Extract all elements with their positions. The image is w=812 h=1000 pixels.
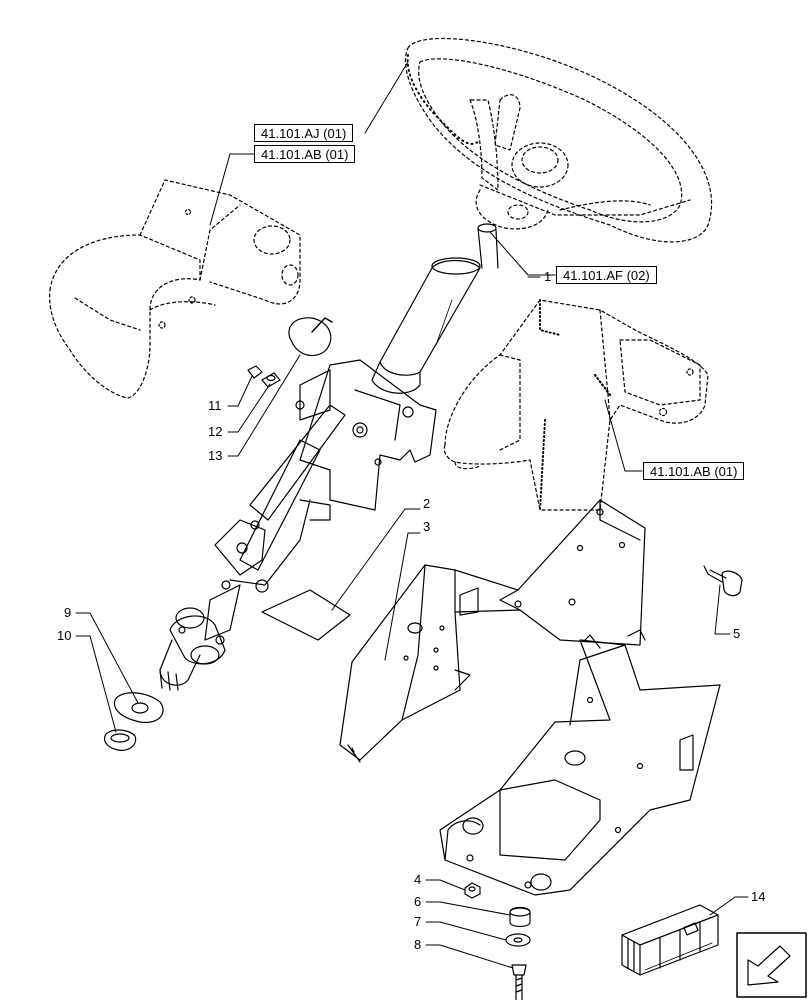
callout-13: 13	[208, 448, 223, 463]
item5-bolt	[703, 565, 743, 597]
item3-support-bracket	[339, 499, 646, 763]
ref-box-lower-shroud[interactable]: 41.101.AB (01)	[643, 462, 745, 480]
items9-10-washer-bushing	[103, 692, 164, 751]
upper-shroud-outline	[49, 179, 301, 399]
callout-10: 10	[57, 628, 72, 643]
callout-9: 9	[64, 605, 72, 620]
parts-kit-box-icon	[621, 904, 719, 976]
item3-base-frame	[439, 629, 721, 896]
leader-lines	[75, 61, 749, 969]
callout-3: 3	[423, 519, 431, 534]
fasteners-stack	[464, 882, 531, 1000]
ref-box-upper-shroud[interactable]: 41.101.AB (01)	[254, 145, 356, 163]
steering-wheel-outline	[404, 37, 713, 243]
callout-6: 6	[414, 894, 422, 909]
callout-12: 12	[208, 424, 223, 439]
callout-2: 2	[423, 496, 431, 511]
callout-14: 14	[751, 889, 766, 904]
callout-7: 7	[414, 914, 422, 929]
callout-8: 8	[414, 937, 422, 952]
callout-5: 5	[733, 626, 741, 641]
ref-box-steering-wheel[interactable]: 41.101.AJ (01)	[254, 124, 354, 142]
callout-11: 11	[208, 398, 222, 413]
lower-shroud-outline	[443, 299, 709, 511]
item2-plate	[261, 589, 351, 641]
column-bracket	[214, 359, 437, 593]
ref-box-column-tube[interactable]: 41.101.AF (02)	[556, 266, 657, 284]
lower-shaft-ujoint	[159, 584, 241, 691]
callout-1: 1	[544, 269, 552, 284]
callout-4: 4	[414, 872, 422, 887]
next-page-arrow-icon[interactable]	[736, 932, 807, 998]
items11-13-small-parts	[247, 317, 333, 388]
column-tube	[371, 223, 499, 394]
